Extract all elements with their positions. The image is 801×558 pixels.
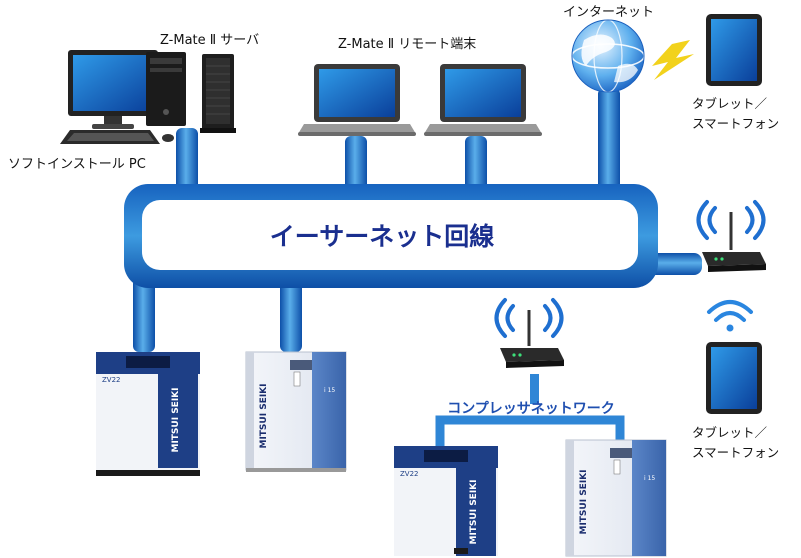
compressor-unit: i 15 MITSUI SEIKI	[245, 351, 347, 472]
bus-inner	[142, 200, 638, 270]
globe-icon	[571, 19, 645, 93]
compressor-unit: ZV22 MITSUI SEIKI	[96, 352, 200, 476]
tablet-top-label-line2: スマートフォン	[692, 116, 779, 131]
compressor-unit: ZV22 MITSUI SEIKI	[394, 446, 498, 556]
server-icon	[200, 54, 236, 133]
network-drop	[530, 374, 539, 404]
tablet-icon	[706, 14, 762, 86]
pipe-terminal-2	[465, 136, 487, 192]
compressor-network: コンプレッサネットワーク	[435, 298, 625, 446]
server-label: Z-Mate Ⅱ サーバ	[160, 33, 259, 48]
router-icon	[702, 212, 766, 272]
router-right	[696, 200, 766, 272]
ethernet-bus: イーサーネット回線	[124, 184, 658, 288]
compressors: ZV22 MITSUI SEIKI i 15 MITSUI SEIKI ZV22…	[96, 351, 667, 557]
internet: インターネット	[563, 5, 694, 93]
server: Z-Mate Ⅱ サーバ	[160, 33, 259, 133]
remote-terminals: Z-Mate Ⅱ リモート端末	[298, 37, 542, 136]
compressor-brand: MITSUI SEIKI	[579, 469, 589, 534]
wifi-icon	[707, 300, 753, 332]
compressor-model: ZV22	[400, 470, 419, 478]
internet-label: インターネット	[563, 5, 654, 20]
tablet-bottom-label-line1: タブレット／	[692, 425, 768, 440]
ethernet-label: イーサーネット回線	[270, 222, 495, 251]
lightning-icon	[652, 40, 694, 80]
tablet-bottom: タブレット／ スマートフォン	[692, 300, 779, 460]
compressor-brand: MITSUI SEIKI	[171, 387, 181, 452]
router-icon	[500, 310, 564, 368]
laptop-icon	[298, 64, 416, 136]
pipe-internet	[598, 88, 620, 192]
tablet-top: タブレット／ スマートフォン	[692, 14, 779, 131]
compressor-model: ZV22	[102, 376, 121, 384]
compressor-brand: MITSUI SEIKI	[259, 383, 269, 448]
pc-tower-icon	[146, 52, 186, 126]
wifi-signal-icon	[494, 298, 564, 338]
pipe-terminal-1	[345, 136, 367, 192]
compressor-brand: MITSUI SEIKI	[469, 479, 479, 544]
pipe-compressor-2	[280, 278, 302, 352]
tablet-icon	[706, 342, 762, 414]
pipe-pc	[176, 128, 198, 192]
compressor-network-label: コンプレッサネットワーク	[447, 401, 615, 417]
wifi-signal-icon	[696, 200, 766, 240]
compressor-model: i 15	[644, 475, 655, 482]
tablet-top-label-line1: タブレット／	[692, 96, 768, 111]
install-pc-label: ソフトインストール PC	[8, 157, 146, 172]
tablet-bottom-label-line2: スマートフォン	[692, 445, 779, 460]
network-bus-line	[435, 415, 625, 446]
laptop-icon	[424, 64, 542, 136]
remote-terminal-label: Z-Mate Ⅱ リモート端末	[338, 37, 476, 52]
compressor-unit: i 15 MITSUI SEIKI	[565, 439, 667, 557]
pipe-compressor-1	[133, 278, 155, 352]
compressor-model: i 15	[324, 387, 335, 394]
monitor-icon	[68, 50, 158, 129]
install-pc: ソフトインストール PC	[8, 50, 186, 172]
keyboard-icon	[60, 130, 174, 144]
